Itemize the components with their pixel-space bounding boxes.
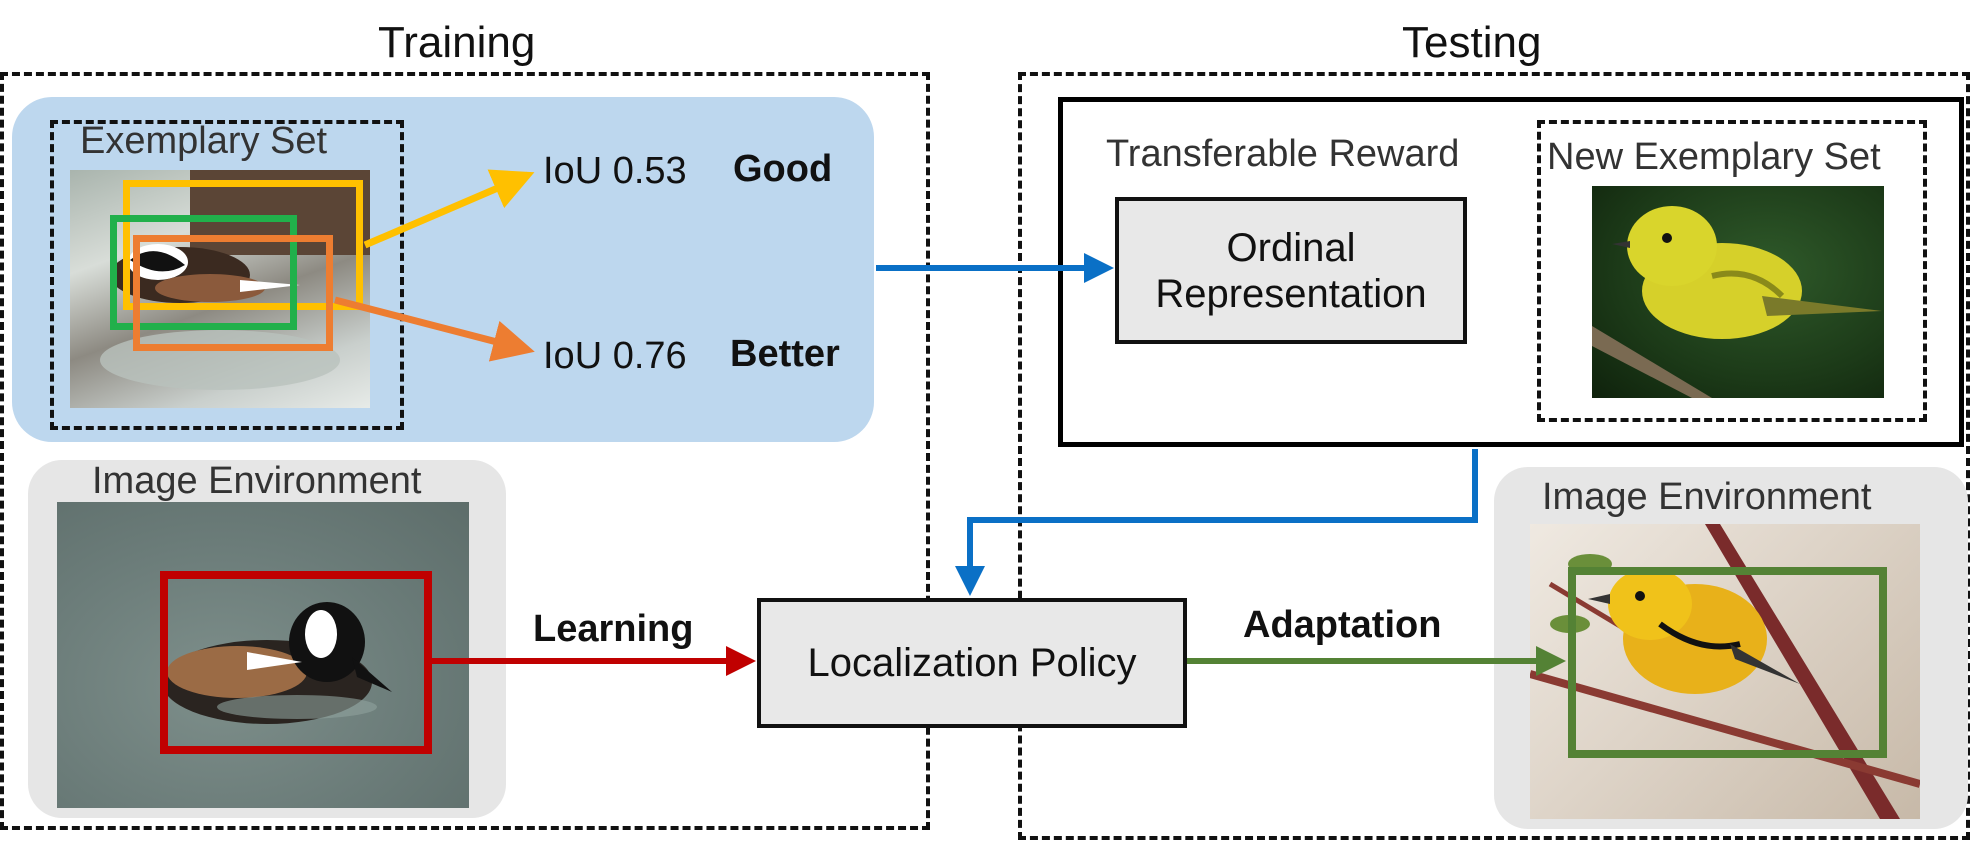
testing-reward-frame (1058, 97, 1964, 447)
new-exemplary-set-label: New Exemplary Set (1547, 136, 1881, 178)
yellow-bbox (123, 180, 363, 310)
orange-arrow (334, 296, 535, 362)
learning-label: Learning (533, 608, 694, 650)
training-title: Training (378, 18, 536, 67)
exemplary-set-frame (50, 120, 404, 430)
ordinal-representation-box: Ordinal Representation (1115, 197, 1467, 344)
iou-good-value: IoU 0.53 (543, 150, 687, 192)
transferable-reward-label: Transferable Reward (1106, 133, 1460, 175)
green-bbox (110, 215, 297, 330)
training-environment-label: Image Environment (92, 460, 422, 502)
new-exemplary-bird-image (1592, 186, 1884, 398)
new-exemplary-set-frame (1537, 120, 1927, 422)
iou-better-rank: Better (730, 333, 840, 375)
yellow-arrow (363, 169, 535, 249)
testing-environment-label: Image Environment (1542, 476, 1872, 518)
iou-better-value: IoU 0.76 (543, 335, 687, 377)
iou-good-rank: Good (733, 148, 833, 190)
red-bbox (160, 571, 432, 754)
training-section-frame (0, 72, 930, 830)
blue-arrow-to-policy (955, 449, 1478, 596)
adaptation-label: Adaptation (1243, 604, 1442, 646)
testing-title: Testing (1402, 18, 1542, 67)
green-adapt-bbox (1568, 567, 1887, 758)
localization-policy-box: Localization Policy (757, 598, 1187, 728)
testing-section-frame (1018, 72, 1970, 840)
exemplary-set-label: Exemplary Set (80, 120, 328, 162)
orange-bbox (133, 235, 333, 351)
training-duck-image (57, 502, 469, 808)
